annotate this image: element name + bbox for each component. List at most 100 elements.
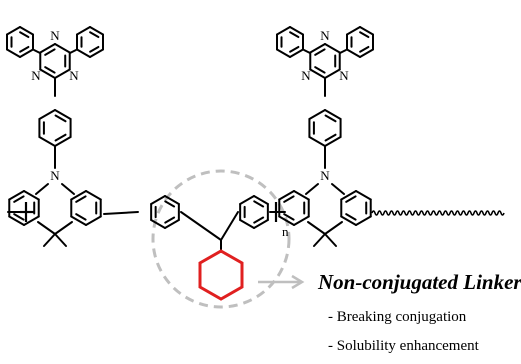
phenyl-double-bond [89,31,100,39]
phenyl-bond [359,48,374,58]
bond [331,183,345,195]
phenyl-bond [54,136,72,147]
linker-phenyl-double-bond [253,216,265,224]
bond [305,183,319,195]
phenyl-bond [276,48,291,58]
cyclohexane-ring [198,249,244,301]
phenyl-bond [346,48,361,58]
methyl-bond [43,233,56,247]
phenyl-bond [6,26,21,36]
phenyl-double-bond [324,114,337,123]
polymer-bracket-left [20,202,34,222]
phenyl-bond [38,109,56,120]
linker-highlight-circle [151,169,291,309]
triazine-bond [324,43,341,54]
bond [61,183,75,195]
triazine-bond [39,68,56,79]
benzo-ring-bond [340,190,357,201]
chain-continuation-wavy [371,210,505,216]
phenyl-bond [89,26,104,36]
phenyl-bond [289,26,304,36]
triazine-double-bond [44,48,56,56]
phenyl-bond [346,26,361,36]
phenyl-bond [324,136,342,147]
repeat-unit-index: n [282,224,289,239]
phenyl-double-bond [289,31,300,39]
linker-phenyl-bond [239,195,255,205]
bond [103,211,139,215]
linker-phenyl-bond [164,219,180,229]
methyl-bond [324,233,337,247]
linker-note-solubility: - Solubility enhancement [328,338,479,354]
benzo-ring-bond [70,190,87,201]
benzo-ring-bond [8,215,25,226]
triazine-bond [309,43,326,54]
phenyl-double-bond [19,31,30,39]
triazine-double-bond [44,66,56,74]
triazine-bond [39,43,56,54]
triazine-bond [324,68,341,79]
benzo-ring-double-bond [75,195,87,203]
bond [339,49,347,54]
bond [324,221,343,235]
linker-phenyl-bond [150,219,166,229]
methyl-bond [54,233,67,247]
triazine-nitrogen: N [301,68,311,83]
benzo-ring-double-bond [345,195,357,203]
phenyl-bond [76,48,91,58]
bond [69,49,77,54]
benzo-ring-bond [23,215,40,226]
bond [33,49,41,54]
triazine-nitrogen: N [31,68,41,83]
benzo-ring-bond [340,215,357,226]
triazine-bond [54,43,71,54]
phenyl-bond [6,48,21,58]
phenyl-double-bond [324,133,337,142]
benzo-ring-bond [23,190,40,201]
linker-note-breaking-conjugation: - Breaking conjugation [328,309,467,325]
benzo-ring-double-bond [75,213,87,221]
bond [220,211,239,241]
linker-phenyl-double-bond [164,216,176,224]
linker-phenyl-double-bond [253,200,265,208]
phenyl-double-bond [359,45,370,53]
benzo-ring-bond [70,215,87,226]
linker-phenyl-bond [253,219,269,229]
phenyl-bond [308,109,326,120]
phenyl-bond [19,26,34,36]
callout-arrow [258,274,305,290]
triazine-nitrogen: N [50,28,60,43]
bond [54,221,73,235]
bond [180,211,222,241]
linker-phenyl-double-bond [164,200,176,208]
phenyl-bond [89,48,104,58]
benzo-ring-bond [355,190,372,201]
benzo-ring-bond [278,215,295,226]
phenyl-bond [324,109,342,120]
phenyl-bond [289,48,304,58]
linker-title: Non-conjugated Linker [318,270,521,294]
benzo-ring-bond [85,215,102,226]
benzo-ring-double-bond [13,195,25,203]
benzo-ring-bond [8,190,25,201]
phenyl-bond [308,136,326,147]
linker-phenyl-bond [164,195,180,205]
linker-phenyl-bond [253,195,269,205]
acridine-nitrogen: N [50,168,60,183]
methyl-bond [313,233,326,247]
benzo-ring-bond [293,215,310,226]
phenyl-double-bond [359,31,370,39]
phenyl-bond [19,48,34,58]
bond [35,183,49,195]
bond [303,49,311,54]
benzo-ring-double-bond [283,195,295,203]
benzo-ring-double-bond [283,213,295,221]
phenyl-double-bond [54,133,67,142]
benzo-ring-bond [85,190,102,201]
phenyl-double-bond [54,114,67,123]
triazine-bond [309,68,326,79]
phenyl-bond [76,26,91,36]
triazine-double-bond [314,66,326,74]
benzo-ring-double-bond [345,213,357,221]
